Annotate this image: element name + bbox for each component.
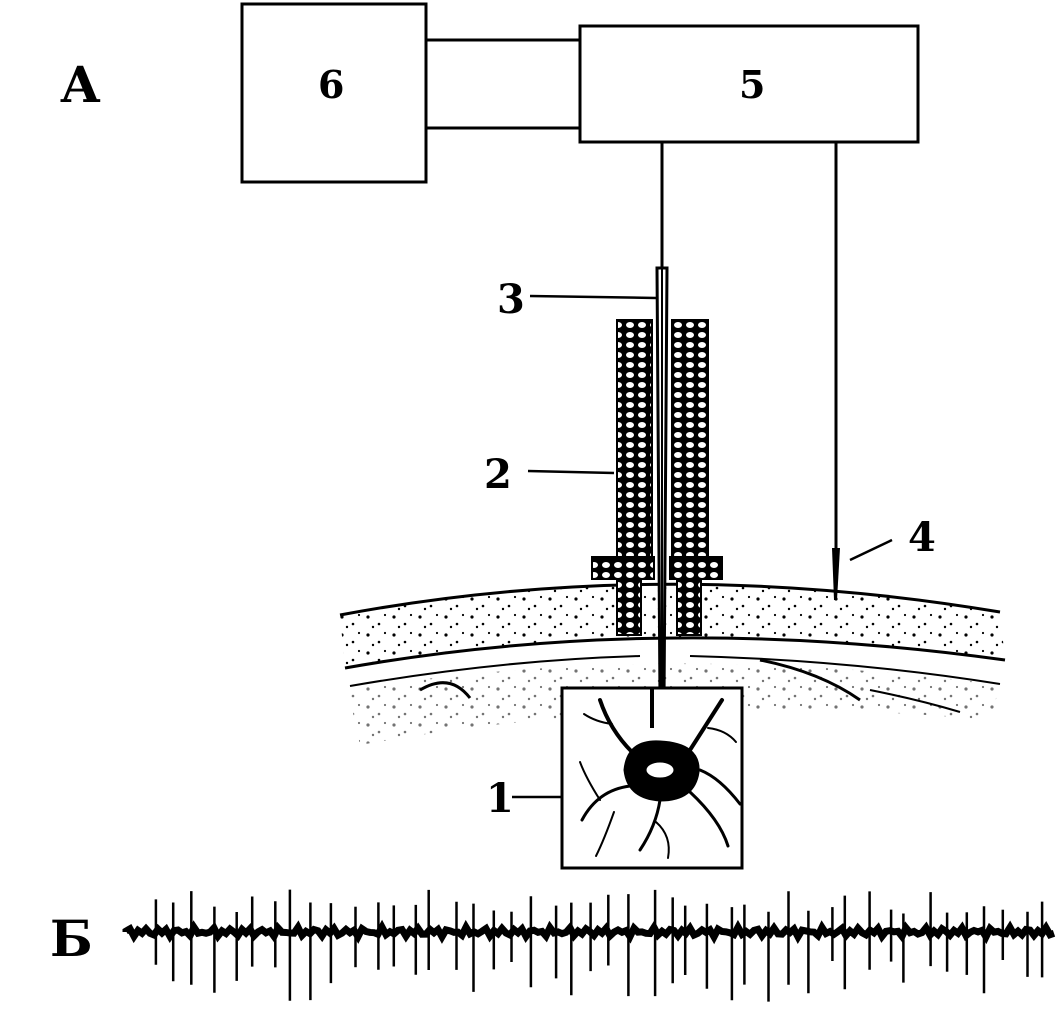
microelectrode [655, 260, 669, 730]
reference-electrode [832, 548, 840, 600]
connector-6-5 [426, 38, 580, 130]
leader-lines [512, 294, 893, 799]
skull-layer [339, 582, 1006, 670]
block-6-box [240, 2, 428, 184]
block-5-label: 5 [739, 62, 766, 107]
panel-b-label: Б [50, 909, 93, 968]
guide-tube [591, 319, 723, 636]
spike-baseline [122, 919, 1056, 945]
part-3-label: 3 [497, 276, 525, 323]
block-6-label: 6 [318, 62, 345, 107]
part-4-label: 4 [908, 514, 936, 561]
spike-train [122, 889, 1056, 1002]
panel-a-label: А [60, 55, 101, 114]
part-2-label: 2 [484, 451, 512, 498]
neuron-cell [579, 698, 742, 859]
part-1-label: 1 [486, 775, 514, 822]
block-5-box [578, 24, 920, 144]
